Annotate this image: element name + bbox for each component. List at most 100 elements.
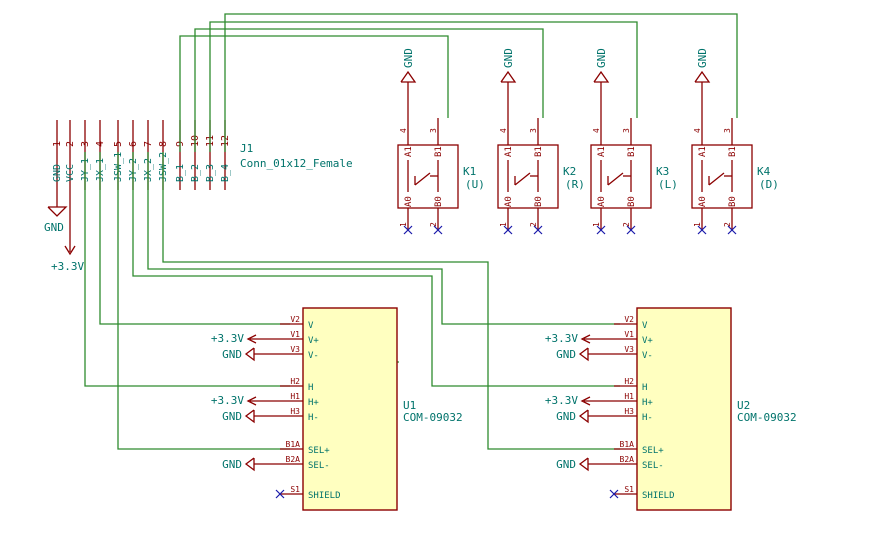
joystick-pin-h1[interactable]: H1H+ bbox=[280, 392, 319, 408]
gnd-label: GND bbox=[556, 348, 576, 361]
connector-pin-number: 7 bbox=[143, 141, 154, 147]
switch-ref: K4 bbox=[757, 165, 771, 178]
joystick-pin-h3[interactable]: H3H- bbox=[280, 407, 319, 423]
v33-symbol-j1: +3.3V bbox=[51, 190, 84, 273]
switch-pin-name: A0 bbox=[404, 196, 414, 207]
joystick-pin-name: SHIELD bbox=[642, 491, 675, 501]
switch-pin-name: B0 bbox=[728, 196, 738, 207]
joystick-pin-v1[interactable]: V1V+ bbox=[280, 330, 319, 346]
joystick-pin-name: H- bbox=[642, 413, 653, 423]
connector-pin-number: 6 bbox=[128, 141, 139, 147]
switch-pin-number: 4 bbox=[693, 128, 702, 133]
gnd-label: GND bbox=[556, 458, 576, 471]
switch-value: (L) bbox=[658, 178, 678, 191]
joystick-pin-v2[interactable]: V2V bbox=[280, 315, 314, 331]
joystick-pin-b1a[interactable]: B1A SEL+ bbox=[280, 440, 330, 456]
joystick-pin-h1[interactable]: H1H+ bbox=[614, 392, 653, 408]
connector-pin-number: 5 bbox=[113, 141, 124, 147]
switch-body bbox=[397, 144, 459, 209]
v33-label: +3.3V bbox=[545, 332, 578, 345]
joystick-pin-number: S1 bbox=[290, 485, 300, 494]
gnd-label: GND bbox=[222, 348, 242, 361]
joystick-pin-name: SHIELD bbox=[308, 491, 341, 501]
joystick-pin-name: V bbox=[308, 321, 314, 331]
joystick-value: COM-09032 bbox=[403, 411, 463, 424]
joystick-pin-number: B1A bbox=[286, 440, 301, 449]
switch-pin-name: A0 bbox=[698, 196, 708, 207]
switch-pin-name: A1 bbox=[504, 146, 514, 157]
gnd-symbol: GND bbox=[400, 48, 417, 120]
joystick-pin-h3[interactable]: H3H- bbox=[614, 407, 653, 423]
gnd-symbol: GND bbox=[694, 48, 711, 120]
gnd-symbol: GND bbox=[500, 48, 517, 120]
connector-pin-number: 8 bbox=[158, 141, 169, 147]
joystick-pin-h2[interactable]: H2H bbox=[614, 377, 647, 393]
joystick-pin-number: V3 bbox=[290, 345, 300, 354]
connector-pin-name: B_2 bbox=[190, 164, 201, 182]
switch-ref: K3 bbox=[656, 165, 669, 178]
joystick-pin-name: V bbox=[642, 321, 648, 331]
gnd-label: GND bbox=[222, 410, 242, 423]
joystick-pin-number: H1 bbox=[290, 392, 300, 401]
joystick-pin-name: H- bbox=[308, 413, 319, 423]
switch-pin-name: B0 bbox=[434, 196, 444, 207]
connector-pin-name: GND bbox=[52, 164, 63, 182]
connector-pin-number: 1 bbox=[52, 141, 63, 147]
joystick-pin-number: V3 bbox=[624, 345, 634, 354]
joystick-pin-v2[interactable]: V2V bbox=[614, 315, 648, 331]
gnd-label: GND bbox=[696, 48, 709, 68]
joystick-pin-number: B2A bbox=[286, 455, 301, 464]
joystick-pin-h2[interactable]: H2H bbox=[280, 377, 313, 393]
switch-ref: K1 bbox=[463, 165, 476, 178]
switch-value: (R) bbox=[565, 178, 585, 191]
joystick-pin-number: B2A bbox=[620, 455, 635, 464]
connector-j1[interactable]: 1GND2VCC3JY_14JX_15JSW_16JY_27JX_28JSW_2… bbox=[52, 120, 353, 190]
switch-pin-number: 1 bbox=[399, 222, 408, 227]
joystick-pin-number: V2 bbox=[624, 315, 634, 324]
joystick-pin-name: H+ bbox=[308, 398, 319, 408]
joystick-pin-b2a[interactable]: B2A SEL- bbox=[614, 455, 664, 471]
joystick-pin-name: V+ bbox=[642, 336, 653, 346]
v33-label: +3.3V bbox=[211, 394, 244, 407]
switch-pin-number: 2 bbox=[529, 222, 538, 227]
joystick-pin-name: H bbox=[308, 383, 313, 393]
joystick-pin-name: V+ bbox=[308, 336, 319, 346]
joystick-pin-v3[interactable]: V3V- bbox=[614, 345, 653, 361]
switch-pin-name: B0 bbox=[627, 196, 637, 207]
connector-pin-name: B_4 bbox=[220, 164, 231, 182]
switch-pin-name: B1 bbox=[627, 146, 637, 157]
switch-pin-number: 4 bbox=[499, 128, 508, 133]
gnd-label: GND bbox=[502, 48, 515, 68]
connector-pin-number: 2 bbox=[65, 141, 76, 147]
joystick-pin-name: SEL+ bbox=[308, 446, 330, 456]
joystick-value: COM-09032 bbox=[737, 411, 797, 424]
gnd-label: GND bbox=[44, 221, 64, 234]
gnd-symbol: GND bbox=[593, 48, 610, 120]
joystick-body bbox=[302, 307, 398, 511]
connector-pin-name: B_1 bbox=[175, 164, 186, 182]
joystick-pin-name: SEL- bbox=[642, 461, 664, 471]
joystick-pin-v1[interactable]: V1V+ bbox=[614, 330, 653, 346]
connector-pins: 1GND2VCC3JY_14JX_15JSW_16JY_27JX_28JSW_2… bbox=[52, 120, 231, 190]
switch-pin-number: 3 bbox=[529, 128, 538, 133]
gnd-label: GND bbox=[222, 458, 242, 471]
joystick-pin-number: H1 bbox=[624, 392, 634, 401]
joystick-pin-v3[interactable]: V3V- bbox=[280, 345, 319, 361]
joystick-pin-number: S1 bbox=[624, 485, 634, 494]
connector-pin-number: 4 bbox=[95, 141, 106, 147]
joystick-pin-number: V2 bbox=[290, 315, 300, 324]
v33-label: +3.3V bbox=[211, 332, 244, 345]
